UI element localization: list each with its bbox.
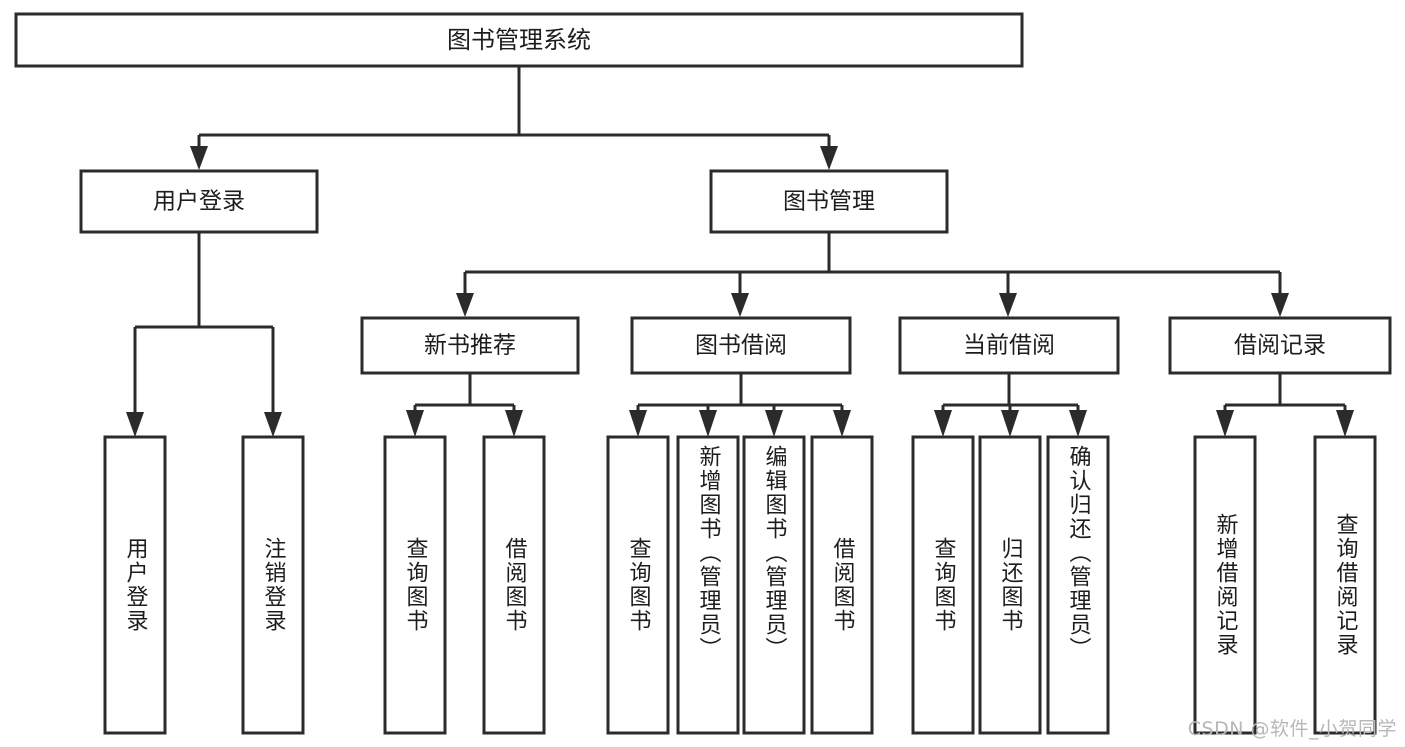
node-current-borrow-box[interactable] (898, 316, 1120, 375)
node-root-box[interactable] (14, 12, 1024, 68)
node-leaf-current-query-book-box[interactable] (911, 435, 975, 735)
arrow-icon-to-leaf-current-confirm-return (1069, 410, 1087, 437)
node-borrow-record-label: 借阅记录 (1234, 333, 1326, 359)
node-leaf-borrow-add-book-box[interactable] (676, 435, 740, 735)
arrow-icon-to-book-manage (820, 146, 838, 170)
node-book-borrow-label: 图书借阅 (695, 333, 787, 359)
arrow-icon-to-leaf-borrow-query-book (629, 410, 647, 437)
node-root-label: 图书管理系统 (447, 26, 591, 54)
arrow-icon-to-leaf-rec-borrow-book (505, 410, 523, 437)
node-leaf-borrow-query-book-box[interactable] (606, 435, 670, 735)
node-root[interactable]: 图书管理系统 (14, 12, 1024, 68)
arrowhead-layer (126, 146, 1354, 437)
node-leaf-rec-query-book-box[interactable] (383, 435, 447, 735)
arrow-icon-to-user-login (190, 146, 208, 170)
node-borrow-record-box[interactable] (1168, 316, 1392, 375)
node-book-manage-label: 图书管理 (783, 189, 875, 215)
node-leaf-record-add-box[interactable] (1193, 435, 1257, 735)
csdn-watermark: CSDN @软件_小贺同学 (1187, 718, 1397, 740)
node-leaf-current-confirm-return-box[interactable] (1046, 435, 1110, 735)
node-leaf-rec-borrow-book-box[interactable] (482, 435, 546, 735)
arrow-icon-to-leaf-record-query (1336, 410, 1354, 437)
leaf-nodes-group (103, 435, 1377, 735)
node-user-login-label: 用户登录 (153, 189, 245, 215)
arrow-icon-to-leaf-current-query-book (934, 410, 952, 437)
node-leaf-user-login-box[interactable] (103, 435, 167, 735)
node-new-book-rec-box[interactable] (360, 316, 580, 375)
arrow-icon-to-book-borrow (731, 293, 749, 317)
arrow-icon-to-leaf-borrow-edit-book (765, 410, 783, 437)
arrow-icon-to-leaf-user-logout (264, 412, 282, 437)
node-user-login[interactable]: 用户登录 (79, 169, 319, 234)
node-leaf-user-logout-box[interactable] (241, 435, 305, 735)
node-book-borrow[interactable]: 图书借阅 (630, 316, 852, 375)
node-book-manage-box[interactable] (709, 169, 949, 234)
arrow-icon-to-current-borrow (999, 293, 1017, 317)
node-book-borrow-box[interactable] (630, 316, 852, 375)
arrow-icon-to-leaf-current-return-book (1001, 410, 1019, 437)
node-borrow-record[interactable]: 借阅记录 (1168, 316, 1392, 375)
node-layer: 图书管理系统 用户登录 图书管理 新书推荐 图书借阅 (14, 12, 1392, 735)
arrow-icon-to-leaf-borrow-add-book (699, 410, 717, 437)
arrow-icon-to-leaf-record-add (1216, 410, 1234, 437)
node-new-book-rec-label: 新书推荐 (424, 333, 516, 359)
node-leaf-borrow-borrow-book-box[interactable] (810, 435, 874, 735)
arrow-icon-to-borrow-record (1271, 293, 1289, 317)
arrow-icon-to-leaf-rec-query-book (406, 410, 424, 437)
node-current-borrow[interactable]: 当前借阅 (898, 316, 1120, 375)
node-book-manage[interactable]: 图书管理 (709, 169, 949, 234)
node-leaf-current-return-book-box[interactable] (978, 435, 1042, 735)
node-leaf-record-query-box[interactable] (1313, 435, 1377, 735)
arrow-icon-to-leaf-borrow-borrow-book (833, 410, 851, 437)
arrow-icon-to-leaf-user-login (126, 412, 144, 437)
arrow-icon-to-new-book-rec (456, 293, 474, 317)
node-user-login-box[interactable] (79, 169, 319, 234)
node-current-borrow-label: 当前借阅 (963, 333, 1055, 359)
node-new-book-rec[interactable]: 新书推荐 (360, 316, 580, 375)
node-leaf-borrow-edit-book-box[interactable] (742, 435, 806, 735)
